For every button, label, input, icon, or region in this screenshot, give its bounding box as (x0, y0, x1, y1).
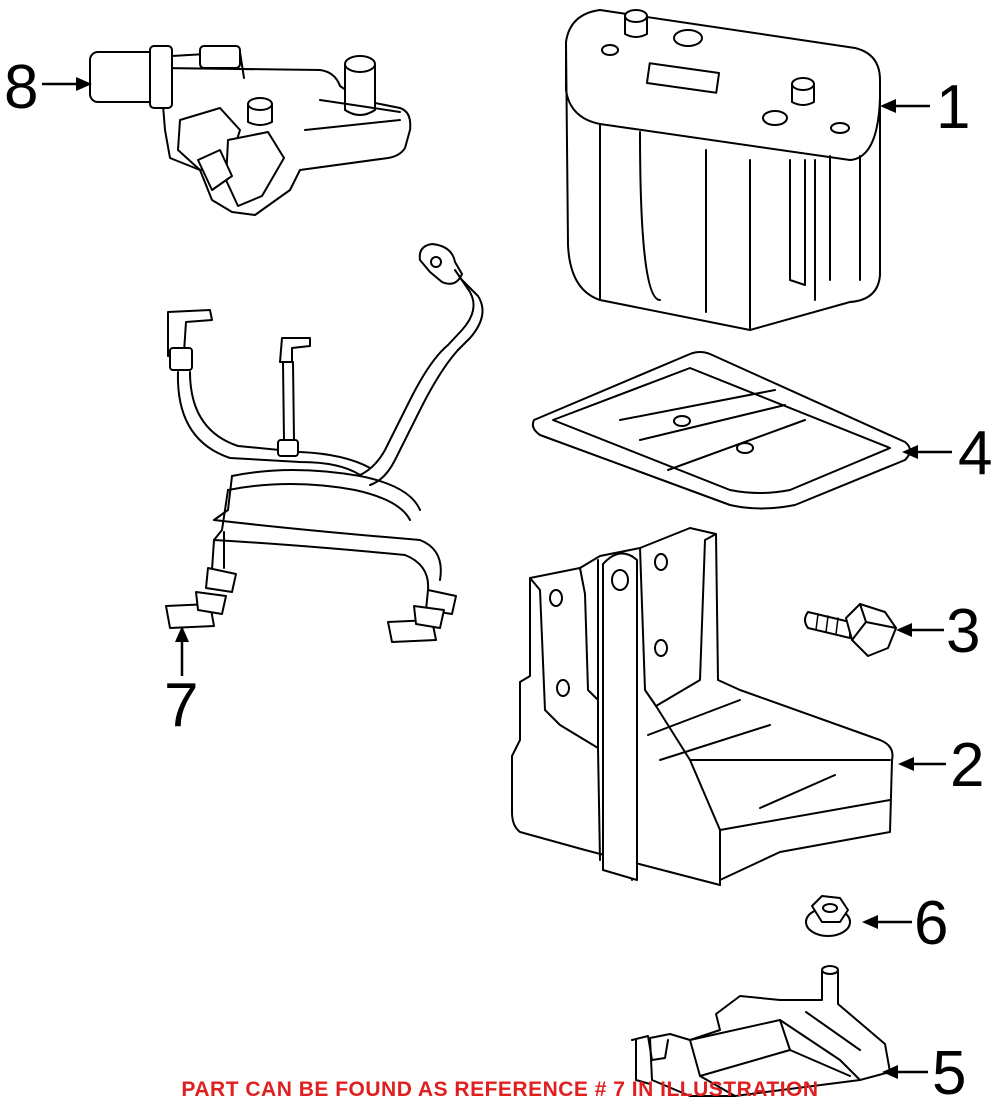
callout-7: 7 (164, 626, 198, 740)
callout-5: 5 (882, 1039, 966, 1108)
part-number-2: 2 (950, 731, 984, 800)
part-number-7: 7 (164, 671, 198, 740)
callout-6: 6 (862, 889, 948, 958)
battery-tray-icon (511, 527, 894, 886)
battery-icon (565, 9, 881, 331)
part-number-4: 4 (958, 419, 992, 488)
reference-notice: PART CAN BE FOUND AS REFERENCE # 7 IN IL… (181, 1078, 819, 1101)
part-number-3: 3 (946, 597, 980, 666)
part-number-6: 6 (914, 889, 948, 958)
bolt-icon (804, 603, 897, 657)
callout-2: 2 (898, 731, 984, 800)
cable-harness-icon (165, 243, 484, 643)
bracket-icon (631, 965, 891, 1097)
battery-insulator-icon (531, 351, 911, 510)
part-number-5: 5 (932, 1039, 966, 1108)
nut-icon (805, 895, 851, 937)
junction-block-icon (89, 45, 412, 216)
callout-4: 4 (902, 419, 992, 488)
callout-8: 8 (4, 53, 92, 122)
callout-3: 3 (896, 597, 980, 666)
callout-1: 1 (880, 73, 970, 142)
part-number-1: 1 (936, 73, 970, 142)
part-number-8: 8 (4, 53, 38, 122)
